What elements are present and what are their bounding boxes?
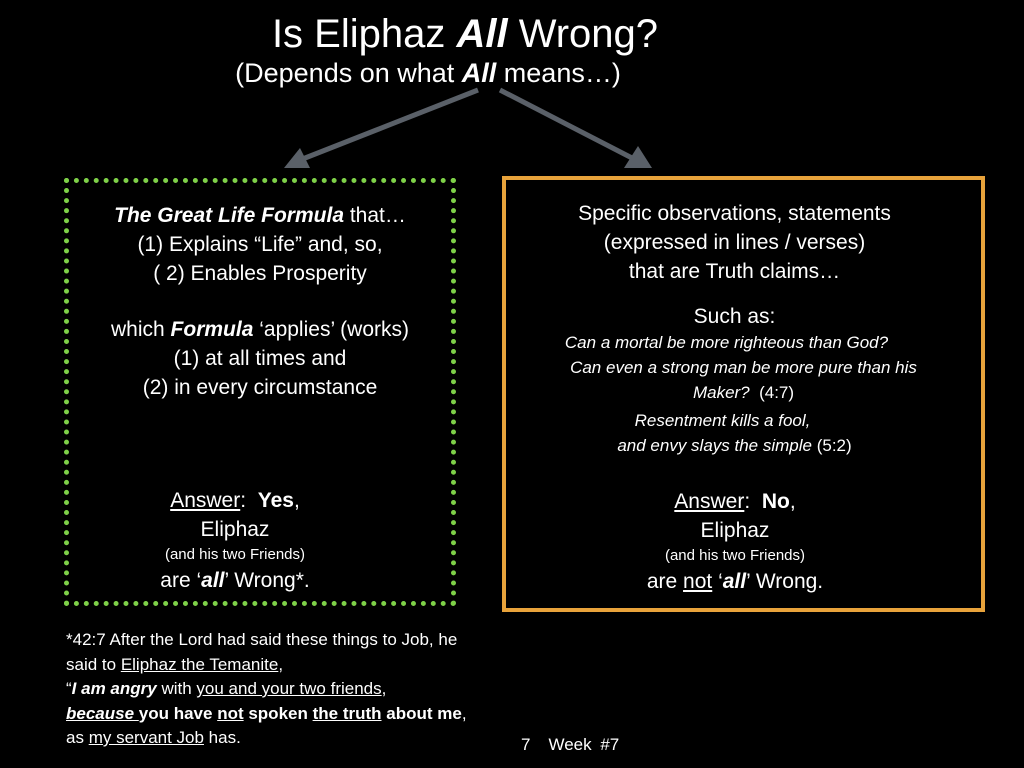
arrow-right [498,87,634,161]
applies-point-2: (2) in every circumstance [142,376,378,399]
formula-point-1: (1) Explains “Life” and, so, [137,233,383,256]
arrow-right-head [624,146,652,168]
week-label: Week #7 [548,735,620,754]
arrow-left [299,87,479,163]
observations-line-3: that are Truth claims… [628,260,841,283]
answer-friends: (and his two Friends) [664,547,806,564]
left-panel-formula [64,178,456,606]
such-as-label: Such as: [693,305,776,328]
observations-line-2: (expressed in lines / verses) [603,231,866,254]
slide-footer: 7 Week #7 [521,733,619,757]
left-answer: Answer: Yes, Eliphaz (and his two Friend… [64,486,406,595]
left-panel-text: The Great Life Formula that… (1) Explain… [64,201,456,402]
arrow-left-head [284,148,310,168]
right-panel-intro: Specific observations, statements (expre… [493,199,976,286]
page-number: 7 [521,735,531,754]
quote-4-7: Can a mortal be more righteous than God?… [564,333,917,402]
right-answer: Answer: No, Eliphaz (and his two Friends… [502,487,968,596]
applies-point-1: (1) at all times and [173,347,347,370]
answer-verdict: are not ‘all’ Wrong. [646,570,824,593]
quote-5-2: Resentment kills a fool, and envy slays … [617,411,852,455]
answer-name: Eliphaz [700,519,770,542]
observations-line-1: Specific observations, statements [578,202,891,225]
footnote-42-7: *42:7 After the Lord had said these thin… [66,630,467,747]
formula-point-2: ( 2) Enables Prosperity [153,262,367,285]
page-title: Is Eliphaz All Wrong? [271,12,659,56]
answer-verdict: are ‘all’ Wrong*. [160,569,310,592]
right-panel-observations [502,176,985,612]
applies-line: which Formula ‘applies’ (works) [111,318,409,341]
page-subtitle: (Depends on what All means…) [235,58,621,88]
answer-name: Eliphaz [200,518,270,541]
formula-line: The Great Life Formula that… [114,204,406,227]
answer-friends: (and his two Friends) [164,546,306,563]
